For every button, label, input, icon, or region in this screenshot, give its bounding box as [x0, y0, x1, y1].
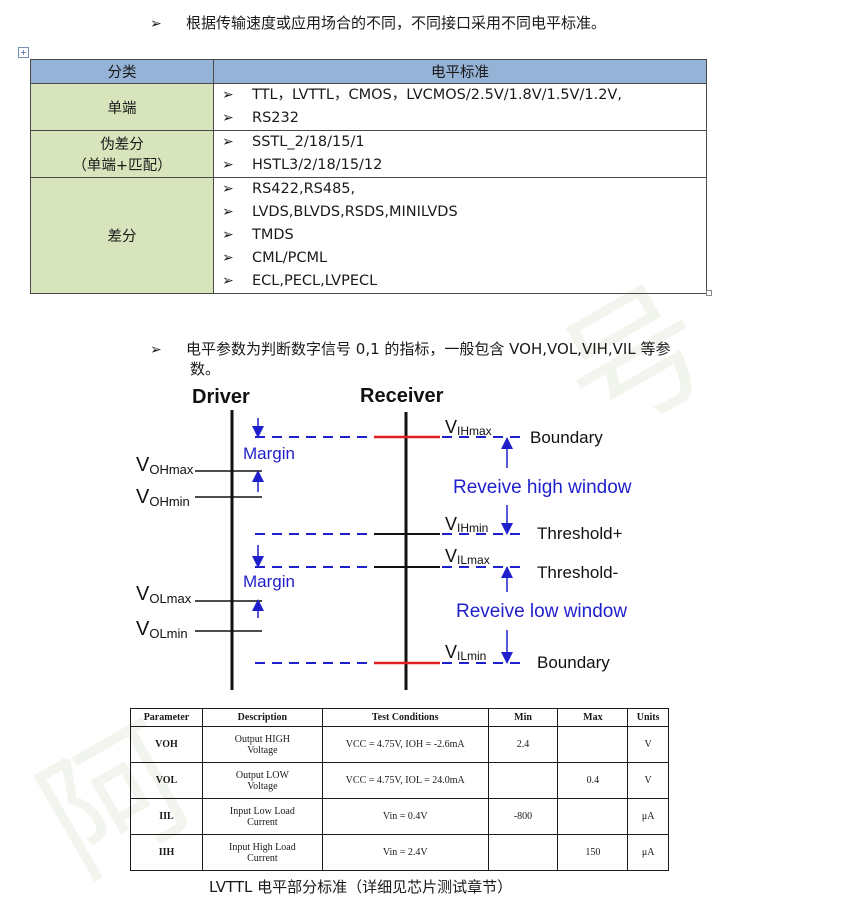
param-max	[557, 726, 629, 763]
table-row: 差分 ➢RS422,RS485, ➢LVDS,BLVDS,RSDS,MINILV…	[30, 177, 707, 294]
bullet-arrow-icon: ➢	[150, 342, 162, 358]
bullet-arrow-icon: ➢	[222, 110, 234, 126]
param-units: μA	[627, 834, 669, 871]
standards-cell: ➢TTL，LVTTL，CMOS，LVCMOS/2.5V/1.8V/1.5V/1.…	[213, 83, 707, 131]
vol-max-label: VOLmax	[136, 583, 192, 606]
category-cell: 单端	[30, 83, 214, 131]
high-window-label: Reveive high window	[453, 477, 632, 498]
standard-item: ➢TTL，LVTTL，CMOS，LVCMOS/2.5V/1.8V/1.5V/1.…	[214, 84, 706, 107]
param-text-line1: 电平参数为判断数字信号 0,1 的指标，一般包含 VOH,VOL,VIH,VIL…	[186, 340, 671, 358]
param-max: 150	[557, 834, 629, 871]
boundary-bottom-label: Boundary	[537, 653, 610, 672]
bullet-arrow-icon: ➢	[222, 250, 234, 266]
standard-item: ➢ECL,PECL,LVPECL	[214, 270, 706, 293]
param-units: μA	[627, 798, 669, 835]
param-min: -800	[487, 798, 559, 835]
margin-top-label: Margin	[243, 444, 295, 463]
category-label: 伪差分	[100, 137, 144, 153]
vih-max-label: VIHmax	[445, 417, 492, 438]
standards-cell: ➢RS422,RS485, ➢LVDS,BLVDS,RSDS,MINILVDS …	[213, 177, 707, 294]
param-conditions: Vin = 0.4V	[321, 798, 489, 835]
standard-item: ➢CML/PCML	[214, 247, 706, 270]
table-move-handle-icon[interactable]: +	[18, 47, 29, 58]
param-header: Min	[487, 708, 559, 727]
param-min: 2.4	[487, 726, 559, 763]
param-header: Units	[627, 708, 669, 727]
category-label: 单端	[107, 100, 137, 117]
param-conditions: Vin = 2.4V	[321, 834, 489, 871]
table-row: 单端 ➢TTL，LVTTL，CMOS，LVCMOS/2.5V/1.8V/1.5V…	[30, 83, 707, 131]
bullet-arrow-icon: ➢	[222, 87, 234, 103]
param-header-row: Parameter Description Test Conditions Mi…	[130, 708, 669, 727]
margin-bottom-label: Margin	[243, 572, 295, 591]
level-standards-table: 分类 电平标准 单端 ➢TTL，LVTTL，CMOS，LVCMOS/2.5V/1…	[30, 59, 707, 294]
param-name: VOL	[130, 762, 203, 799]
vol-min-label: VOLmin	[136, 618, 188, 641]
param-max	[557, 798, 629, 835]
param-min	[487, 834, 559, 871]
voh-min-label: VOHmin	[136, 486, 190, 509]
table-header-row: 分类 电平标准	[30, 59, 707, 84]
standard-item: ➢LVDS,BLVDS,RSDS,MINILVDS	[214, 201, 706, 224]
param-units: V	[627, 726, 669, 763]
param-name: IIH	[130, 834, 203, 871]
bullet-arrow-icon: ➢	[222, 273, 234, 289]
receiver-label: Receiver	[360, 385, 444, 407]
param-header: Parameter	[130, 708, 203, 727]
param-min	[487, 762, 559, 799]
category-cell: 伪差分 （单端+匹配）	[30, 130, 214, 178]
param-text-line2: 数。	[190, 360, 221, 378]
lvttl-parameter-table: Parameter Description Test Conditions Mi…	[130, 708, 669, 871]
category-cell: 差分	[30, 177, 214, 294]
param-header: Max	[557, 708, 629, 727]
boundary-top-label: Boundary	[530, 428, 603, 447]
table-caption: LVTTL 电平部分标准（详细见芯片测试章节）	[209, 878, 513, 896]
standard-item: ➢RS232	[214, 107, 706, 130]
standard-item: ➢RS422,RS485,	[214, 178, 706, 201]
intro-bullet: ➢ 根据传输速度或应用场合的不同，不同接口采用不同电平标准。	[150, 13, 606, 34]
vil-max-label: VILmax	[445, 546, 490, 567]
param-max: 0.4	[557, 762, 629, 799]
category-sublabel: （单端+匹配）	[72, 158, 172, 174]
threshold-minus-label: Threshold-	[537, 563, 618, 582]
low-window-label: Reveive low window	[456, 601, 627, 622]
intro-text: 根据传输速度或应用场合的不同，不同接口采用不同电平标准。	[186, 14, 607, 32]
bullet-arrow-icon: ➢	[222, 181, 234, 197]
standard-item: ➢HSTL3/2/18/15/12	[214, 154, 706, 177]
bullet-arrow-icon: ➢	[222, 157, 234, 173]
param-units: V	[627, 762, 669, 799]
voh-max-label: VOHmax	[136, 454, 194, 477]
param-header: Test Conditions	[321, 708, 489, 727]
param-conditions: VCC = 4.75V, IOH = -2.6mA	[321, 726, 489, 763]
standard-item: ➢TMDS	[214, 224, 706, 247]
param-header: Description	[201, 708, 323, 727]
vil-min-label: VILmin	[445, 642, 486, 663]
param-name: IIL	[130, 798, 203, 835]
bullet-arrow-icon: ➢	[222, 204, 234, 220]
param-name: VOH	[130, 726, 203, 763]
threshold-plus-label: Threshold+	[537, 524, 623, 543]
driver-label: Driver	[192, 386, 250, 408]
bullet-arrow-icon: ➢	[222, 134, 234, 150]
category-label: 差分	[107, 229, 137, 245]
table-resize-handle[interactable]	[706, 290, 712, 296]
param-conditions: VCC = 4.75V, IOL = 24.0mA	[321, 762, 489, 799]
param-bullet: ➢ 电平参数为判断数字信号 0,1 的指标，一般包含 VOH,VOL,VIH,VI…	[150, 339, 770, 360]
standard-item: ➢SSTL_2/18/15/1	[214, 131, 706, 154]
bullet-arrow-icon: ➢	[222, 227, 234, 243]
header-category: 分类	[30, 59, 214, 84]
bullet-arrow-icon: ➢	[150, 16, 162, 32]
vih-min-label: VIHmin	[445, 514, 488, 535]
